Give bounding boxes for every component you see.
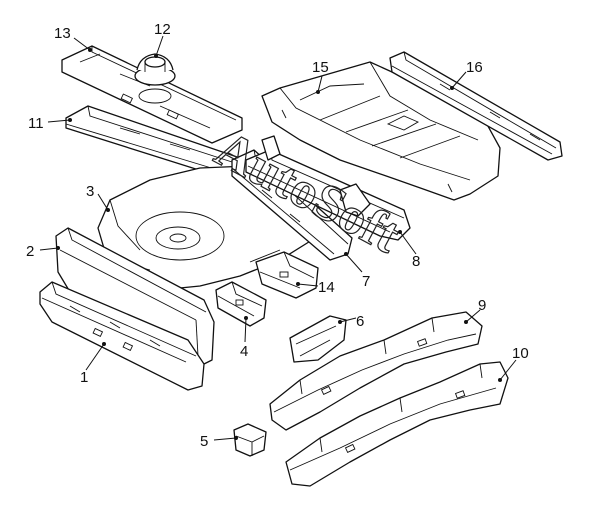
part-4-bracket (215, 281, 267, 327)
part-1-bumper-reinforcement (39, 281, 205, 391)
callout-4: 4 (240, 343, 248, 360)
leader-lines (39, 35, 517, 441)
callout-3: 3 (86, 183, 94, 200)
callout-14: 14 (318, 279, 335, 296)
callout-9: 9 (478, 297, 486, 314)
part-10-longitudinal-rail (285, 361, 509, 487)
part-13-parcel-shelf (61, 45, 243, 144)
callout-13: 13 (54, 25, 71, 42)
part-6-gusset-plate (289, 315, 347, 363)
part-16-cross-member (389, 51, 563, 161)
part-14-bracket (255, 251, 319, 299)
callout-8: 8 (412, 253, 420, 270)
callout-11: 11 (28, 115, 44, 132)
callout-7: 7 (362, 273, 370, 290)
part-9-longitudinal-rail (269, 311, 483, 431)
callout-12: 12 (154, 21, 171, 38)
part-11-cross-member (65, 105, 241, 177)
callout-2: 2 (26, 243, 34, 260)
callout-6: 6 (356, 313, 364, 330)
callout-5: 5 (200, 433, 208, 450)
callout-16: 16 (466, 59, 483, 76)
callout-1: 1 (80, 369, 88, 386)
part-5-block (233, 423, 267, 457)
part-2-rear-panel-inner (55, 227, 215, 367)
part-12-cap (134, 53, 176, 86)
callout-15: 15 (312, 59, 329, 76)
part-8-rear-cross-member (245, 135, 411, 241)
callout-labels: 13 12 11 3 2 1 4 5 6 7 8 9 10 14 15 16 (26, 21, 529, 450)
callout-10: 10 (512, 345, 529, 362)
